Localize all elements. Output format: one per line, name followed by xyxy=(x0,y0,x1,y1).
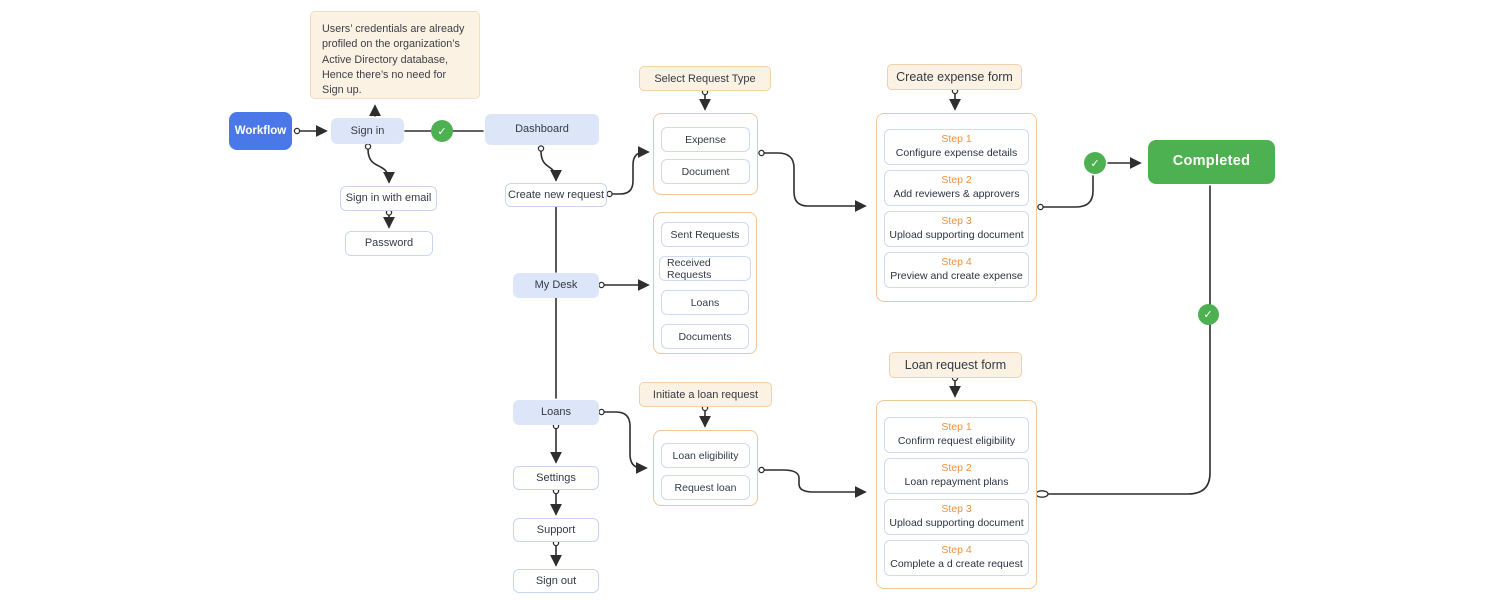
loan-menu-frame: Loan eligibility Request loan xyxy=(653,430,758,506)
option-document-label: Document xyxy=(681,165,730,178)
expense-step-3-desc: Upload supporting document xyxy=(889,229,1024,241)
option-loan-eligibility-label: Loan eligibility xyxy=(672,449,739,462)
loan-step-1-label: Step 1 xyxy=(941,421,972,434)
option-expense[interactable]: Expense xyxy=(661,127,750,152)
loan-step-3[interactable]: Step 3 Upload supporting document xyxy=(884,499,1029,535)
note-text: Users’ credentials are already profiled … xyxy=(322,23,465,97)
node-dashboard[interactable]: Dashboard xyxy=(485,114,599,145)
node-completed-label: Completed xyxy=(1172,153,1251,170)
loan-step-4-desc: Complete a d create request xyxy=(890,558,1023,570)
node-support-label: Support xyxy=(536,523,576,536)
create-expense-form-title[interactable]: Create expense form xyxy=(887,64,1022,90)
expense-step-2[interactable]: Step 2 Add reviewers & approvers xyxy=(884,170,1029,206)
node-create-new-request-label: Create new request xyxy=(508,188,604,201)
initiate-loan-request-label: Initiate a loan request xyxy=(652,388,759,401)
node-completed[interactable]: Completed xyxy=(1148,140,1275,184)
option-received-requests[interactable]: Received Requests xyxy=(659,256,751,281)
option-expense-label: Expense xyxy=(685,133,726,146)
select-request-type-title[interactable]: Select Request Type xyxy=(639,66,771,91)
node-loans-label: Loans xyxy=(541,406,571,419)
option-documents-label: Documents xyxy=(678,330,732,343)
node-my-desk-label: My Desk xyxy=(534,279,578,292)
select-request-type-label: Select Request Type xyxy=(654,72,756,85)
option-loan-eligibility[interactable]: Loan eligibility xyxy=(661,443,750,468)
node-sign-in-label: Sign in xyxy=(350,124,385,137)
option-request-loan-label: Request loan xyxy=(674,481,737,494)
loan-step-2-desc: Loan repayment plans xyxy=(904,476,1009,488)
expense-step-3[interactable]: Step 3 Upload supporting document xyxy=(884,211,1029,247)
my-desk-frame: Sent Requests Received Requests Loans Do… xyxy=(653,212,757,354)
node-sign-in[interactable]: Sign in xyxy=(331,118,404,144)
loan-step-3-label: Step 3 xyxy=(941,503,972,516)
node-sign-out-label: Sign out xyxy=(535,574,577,587)
check-icon: ✓ xyxy=(1084,152,1106,174)
loan-step-4-label: Step 4 xyxy=(941,544,972,557)
option-sent-requests[interactable]: Sent Requests xyxy=(661,222,749,247)
loan-step-2[interactable]: Step 2 Loan repayment plans xyxy=(884,458,1029,494)
option-document[interactable]: Document xyxy=(661,159,750,184)
option-request-loan[interactable]: Request loan xyxy=(661,475,750,500)
node-loans[interactable]: Loans xyxy=(513,400,599,425)
loan-step-3-desc: Upload supporting document xyxy=(889,517,1024,529)
option-received-requests-label: Received Requests xyxy=(667,256,712,281)
expense-step-1[interactable]: Step 1 Configure expense details xyxy=(884,129,1029,165)
node-sign-in-with-email-label: Sign in with email xyxy=(345,192,432,205)
node-create-new-request[interactable]: Create new request xyxy=(505,183,607,207)
node-workflow[interactable]: Workflow xyxy=(229,112,292,150)
initiate-loan-request-title[interactable]: Initiate a loan request xyxy=(639,382,772,407)
note-box[interactable]: Users’ credentials are already profiled … xyxy=(310,11,480,99)
option-loans[interactable]: Loans xyxy=(661,290,749,315)
loan-step-1-desc: Confirm request eligibility xyxy=(897,435,1016,447)
node-settings[interactable]: Settings xyxy=(513,466,599,490)
option-sent-requests-label: Sent Requests xyxy=(670,228,740,241)
expense-step-4-desc: Preview and create expense xyxy=(890,270,1023,282)
loan-step-1[interactable]: Step 1 Confirm request eligibility xyxy=(884,417,1029,453)
check-icon: ✓ xyxy=(431,120,453,142)
expense-step-1-label: Step 1 xyxy=(941,133,972,146)
loan-step-2-label: Step 2 xyxy=(941,462,972,475)
node-sign-in-with-email[interactable]: Sign in with email xyxy=(340,186,437,211)
node-password[interactable]: Password xyxy=(345,231,433,256)
option-loans-label: Loans xyxy=(690,296,720,309)
loan-step-4[interactable]: Step 4 Complete a d create request xyxy=(884,540,1029,576)
loan-request-form-label: Loan request form xyxy=(904,358,1007,372)
loan-request-form-title[interactable]: Loan request form xyxy=(889,352,1022,378)
expense-step-2-label: Step 2 xyxy=(941,174,972,187)
loan-form-frame: Step 1 Confirm request eligibility Step … xyxy=(876,400,1037,589)
create-expense-form-label: Create expense form xyxy=(896,70,1013,84)
expense-form-frame: Step 1 Configure expense details Step 2 … xyxy=(876,113,1037,302)
expense-step-2-desc: Add reviewers & approvers xyxy=(893,188,1020,200)
expense-step-4-label: Step 4 xyxy=(941,256,972,269)
node-settings-label: Settings xyxy=(536,471,576,484)
node-password-label: Password xyxy=(364,237,414,250)
node-support[interactable]: Support xyxy=(513,518,599,542)
node-my-desk[interactable]: My Desk xyxy=(513,273,599,298)
node-dashboard-label: Dashboard xyxy=(515,123,569,136)
node-workflow-label: Workflow xyxy=(234,124,287,137)
expense-step-3-label: Step 3 xyxy=(941,215,972,228)
select-request-type-frame: Expense Document xyxy=(653,113,758,195)
option-documents[interactable]: Documents xyxy=(661,324,749,349)
node-sign-out[interactable]: Sign out xyxy=(513,569,599,593)
expense-step-1-desc: Configure expense details xyxy=(895,147,1018,159)
expense-step-4[interactable]: Step 4 Preview and create expense xyxy=(884,252,1029,288)
check-icon: ✓ xyxy=(1197,303,1219,325)
